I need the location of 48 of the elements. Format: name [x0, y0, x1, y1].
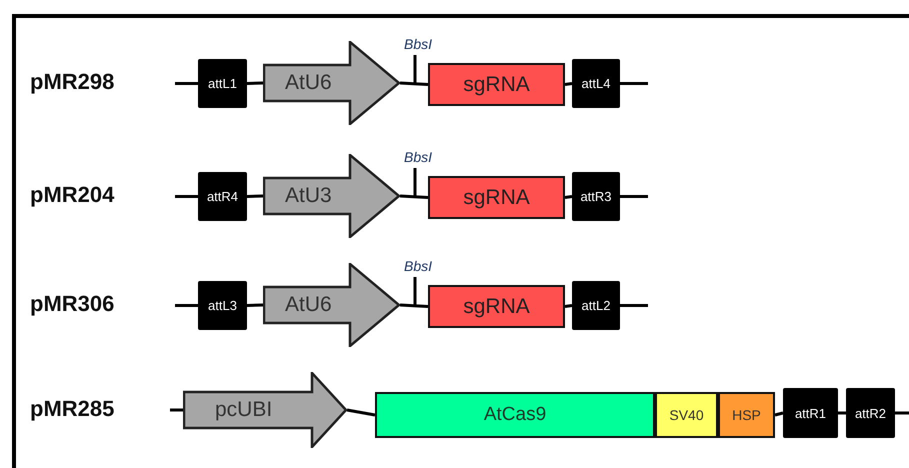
plasmid-name: pMR298 — [30, 69, 114, 95]
backbone-line — [175, 304, 198, 307]
backbone-line — [346, 408, 376, 416]
att-site-block: attR1 — [783, 388, 838, 438]
signal-block: SV40 — [655, 392, 718, 438]
backbone-line — [175, 82, 198, 85]
restriction-site-label: BbsI — [402, 35, 434, 53]
att-site-block: attR2 — [846, 388, 895, 438]
backbone-line — [170, 408, 183, 412]
att-site-block: attR3 — [572, 172, 620, 221]
restriction-site-label: BbsI — [402, 257, 434, 275]
plasmid-name: pMR285 — [30, 396, 114, 422]
backbone-line — [564, 195, 572, 199]
promoter-symbol: pcUBI — [183, 372, 347, 448]
coding-sequence-block: AtCas9 — [375, 392, 655, 438]
plasmid-name: pMR204 — [30, 182, 114, 208]
promoter-symbol: AtU6 — [263, 41, 400, 125]
backbone-line — [400, 304, 428, 308]
att-site-block: attL1 — [198, 59, 247, 108]
backbone-line — [400, 82, 428, 86]
backbone-line — [564, 82, 572, 86]
backbone-line — [620, 195, 648, 198]
att-site-block: attL4 — [572, 59, 620, 108]
att-site-block: attR4 — [198, 172, 247, 221]
backbone-line — [246, 304, 264, 307]
att-site-block: attL3 — [198, 281, 247, 330]
backbone-line — [246, 194, 264, 198]
terminator-block: HSP — [718, 392, 775, 438]
restriction-site-label: BbsI — [402, 148, 434, 166]
leader-line — [414, 55, 416, 83]
backbone-line — [620, 304, 648, 307]
promoter-symbol: AtU3 — [263, 154, 400, 238]
promoter-symbol: AtU6 — [263, 263, 400, 347]
backbone-line — [175, 195, 198, 198]
backbone-line — [246, 82, 264, 85]
backbone-line — [564, 304, 572, 308]
sgrna-block: sgRNA — [428, 63, 565, 106]
att-site-block: attL2 — [572, 281, 620, 330]
sgrna-block: sgRNA — [428, 285, 565, 328]
leader-line — [414, 277, 416, 305]
backbone-line — [838, 412, 846, 414]
sgrna-block: sgRNA — [428, 176, 565, 219]
backbone-line — [400, 194, 428, 199]
backbone-line — [895, 412, 909, 414]
leader-line — [414, 168, 416, 196]
plasmid-name: pMR306 — [30, 291, 114, 317]
backbone-line — [774, 412, 784, 416]
backbone-line — [620, 82, 648, 85]
